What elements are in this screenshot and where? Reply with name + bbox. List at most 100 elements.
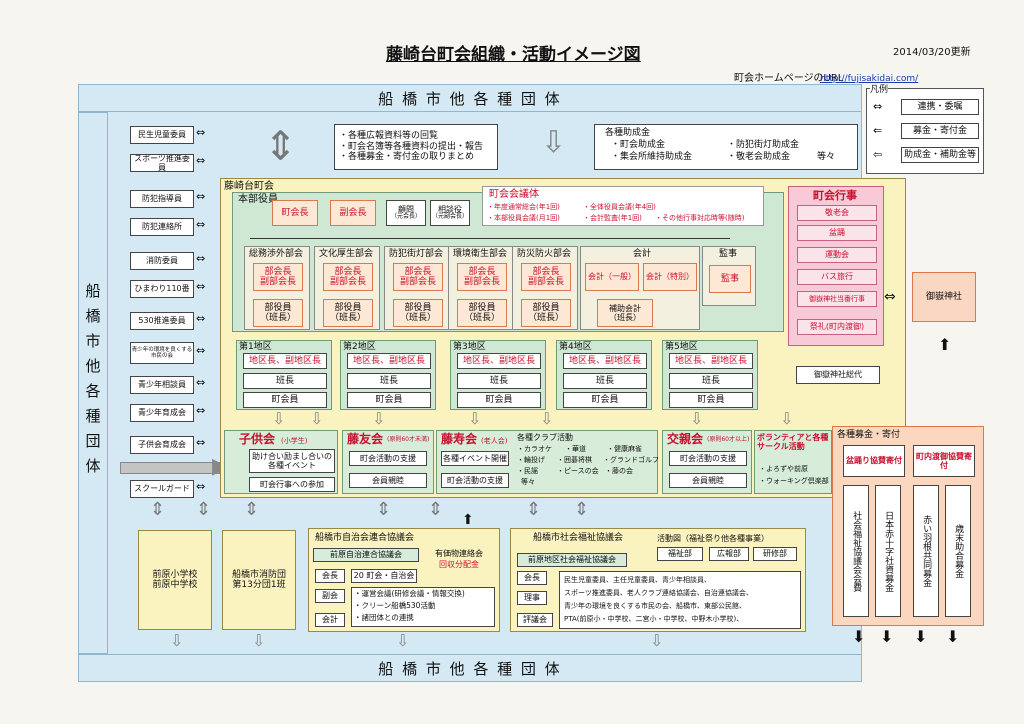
event-keirou[interactable]: 敬老会: [797, 205, 877, 221]
department-kankyo: 環境衛生部会 部会長 副部会長 部役員 （班長）: [448, 246, 514, 330]
event-bus-trip[interactable]: バス旅行: [797, 269, 877, 285]
department-members: 部役員 （班長）: [393, 299, 443, 327]
shakyo-role: 理事: [517, 591, 547, 605]
district-1: 第1地区 地区長、副地区長 班長 町会員: [236, 340, 332, 410]
club-item: 等々: [521, 478, 535, 486]
events-panel: 町会行事 敬老会 盆踊 運動会 バス旅行 御嶽神社当番行事 祭礼(町内渡御): [788, 186, 884, 346]
legend-donation: 募金・寄付金: [901, 123, 979, 139]
group-title: 藤寿会: [441, 432, 478, 446]
cooperation-arrow-icon: ⇕: [376, 499, 392, 520]
down-arrow-icon: ⇩: [690, 409, 704, 428]
donation-down-arrow-icon: ⬇: [880, 627, 894, 646]
group-houju: 藤寿会 (老人会) 各種イベント開催 町会活動の支援 各種クラブ活動 ・カラオケ…: [436, 430, 659, 494]
jichikai-item: ・クリーン船橋530活動: [354, 601, 436, 610]
donation-column-label: 日本赤十字社資募金: [883, 510, 894, 592]
link-arrow-icon: ⇔: [196, 376, 206, 389]
council-item: ・年度通常総会(年1回): [487, 203, 560, 211]
department-heads: 部会長 副部会長: [521, 263, 571, 291]
advisor-box: 顧問 （元会長）: [386, 200, 426, 226]
subsidy-item: ・集会所維持助成金: [611, 152, 693, 162]
shakyo-members-box: 民生児童委員、主任児童委員、青少年相談員、 スポーツ推進委員、老人クラブ連絡協議…: [559, 571, 801, 629]
top-band: 船 橋 市 他 各 種 団 体: [78, 84, 862, 112]
shakyo-member-line: PTA(前原小・中学校、二宮小・中学校、中野木小学校)、: [564, 615, 744, 623]
event-shrine-duty[interactable]: 御嶽神社当番行事: [797, 291, 877, 307]
subsidy-item: ・敬老会助成金: [727, 152, 791, 162]
event-sports-day[interactable]: 運動会: [797, 247, 877, 263]
volunteer-item: ・よろずや前原: [759, 465, 808, 473]
group-koshin: 交親会 (原則60才以上) 町会活動の支援 会員親睦: [662, 430, 752, 494]
group-sub: (老人会): [481, 437, 508, 445]
down-arrow-icon: ⇩: [468, 409, 482, 428]
district-name: 第2地区: [343, 342, 376, 352]
group-title: 交親会: [667, 432, 704, 446]
club-item: ・ピースの会: [557, 467, 599, 475]
audit-panel: 監事 監事: [702, 246, 756, 306]
jichikai-item: ・運営会議(研修会議・情報交換): [354, 589, 465, 598]
legend-title: 凡例: [870, 85, 889, 96]
left-band-label: 船橋市他各種団体: [83, 283, 102, 483]
council-item: ・会計監査(年1回): [583, 214, 642, 222]
cooperation-arrow-icon: ⇕: [150, 499, 166, 520]
club-item: ・囲碁将棋: [557, 456, 592, 464]
department-name: 環境衛生部会: [453, 249, 508, 259]
district-4: 第4地区 地区長、副地区長 班長 町会員: [556, 340, 652, 410]
district-head: 地区長、副地区長: [563, 353, 647, 369]
fire-brigade-box: 船橋市消防団 第13分団1班: [222, 530, 296, 630]
council-item: ・その他行事対応時等(随時): [655, 214, 745, 222]
department-bousai: 防災防火部会 部会長 副部会長 部役員 （班長）: [512, 246, 578, 330]
event-festival[interactable]: 祭礼(町内渡御): [797, 319, 877, 335]
accounting-special: 会計（特別）: [643, 263, 697, 291]
district-head: 地区長、副地区長: [457, 353, 541, 369]
district-name: 第4地区: [559, 342, 592, 352]
homepage-link[interactable]: http://fujisakidai.com/: [820, 74, 919, 84]
audit-title: 監事: [719, 249, 738, 259]
clubs-box: 各種クラブ活動 ・カラオケ ・華道 ・健康麻雀 ・輪投げ ・囲碁将棋 ・グランド…: [513, 433, 659, 491]
advisor-label: 顧問: [398, 204, 414, 214]
down-arrow-icon: ⇩: [170, 631, 184, 650]
jichikai-title: 船橋市自治会連合協議会: [315, 533, 415, 543]
district-3: 第3地区 地区長、副地区長 班長 町会員: [450, 340, 546, 410]
district-name: 第1地区: [239, 342, 272, 352]
info-item: ・町会名簿等各種資料の提出・報告: [339, 141, 484, 152]
group-volunteer: ボランティアと各種サークル活動 ・よろずや前原 ・ウォーキング倶楽部: [754, 430, 832, 494]
cooperation-arrow-icon: ⇕: [574, 499, 590, 520]
link-arrow-icon: ⇔: [196, 480, 206, 493]
advisor-sub: （元会長）: [390, 213, 421, 221]
link-arrow-icon: ⇔: [196, 404, 206, 417]
council-box: 町会会議体 ・年度通常総会(年1回) ・全体役員会議(年4回) ・本部役員会議(…: [482, 186, 764, 226]
shrine-box: 御嶽神社: [912, 272, 976, 322]
department-heads: 部会長 副部会長: [323, 263, 373, 291]
donation-up-arrow-icon: ⬆: [938, 335, 952, 354]
subsidy-item: ・町会助成金: [611, 140, 666, 150]
left-org-530: 530推進委員: [130, 312, 194, 330]
event-bon-odori[interactable]: 盆踊: [797, 225, 877, 241]
left-org-seishonen-ikusei: 青少年育成会: [130, 404, 194, 422]
left-org-bouhan-shidou: 防犯指導員: [130, 190, 194, 208]
department-name: 防災防火部会: [517, 249, 572, 259]
down-arrow-icon: ⇩: [372, 409, 386, 428]
down-arrow-icon: ⇩: [650, 631, 664, 650]
shakyo-panel: 船橋市社会福祉協議会 前原地区社会福祉協議会 活動図（福祉祭り他各種事業） 福祉…: [510, 528, 806, 632]
down-arrow-icon: ⇩: [780, 409, 794, 428]
subsidy-title: 各種助成金: [605, 128, 651, 138]
bottom-band-label: 船 橋 市 他 各 種 団 体: [378, 659, 562, 678]
jichikai-role: 副会: [315, 589, 345, 603]
left-org-bouhan-renraku: 防犯連絡所: [130, 218, 194, 236]
link-arrow-icon: ⇔: [196, 344, 206, 357]
left-org-shoubou: 消防委員: [130, 252, 194, 270]
main-org-title: 藤崎台町会: [224, 181, 274, 192]
legend-line-icon: ⇔: [873, 100, 883, 113]
url-label: 町会ホームページのURL: [734, 73, 844, 84]
officer-connector: [250, 238, 730, 239]
left-org-arrow-icon: [120, 462, 220, 474]
bon-donation: 盆踊り協賛寄付: [843, 445, 905, 477]
clubs-title: 各種クラブ活動: [517, 433, 573, 442]
club-item: ・民謡: [517, 467, 538, 475]
district-head: 地区長、副地区長: [347, 353, 431, 369]
district-member: 町会員: [457, 392, 541, 408]
district-name: 第3地区: [453, 342, 486, 352]
cooperation-arrow-icon: ⇕: [428, 499, 444, 520]
accounting-assistant: 補助会計 （班長）: [597, 299, 653, 327]
accounting-title: 会計: [633, 249, 652, 259]
donation-column-redcross: 日本赤十字社資募金: [875, 485, 901, 617]
